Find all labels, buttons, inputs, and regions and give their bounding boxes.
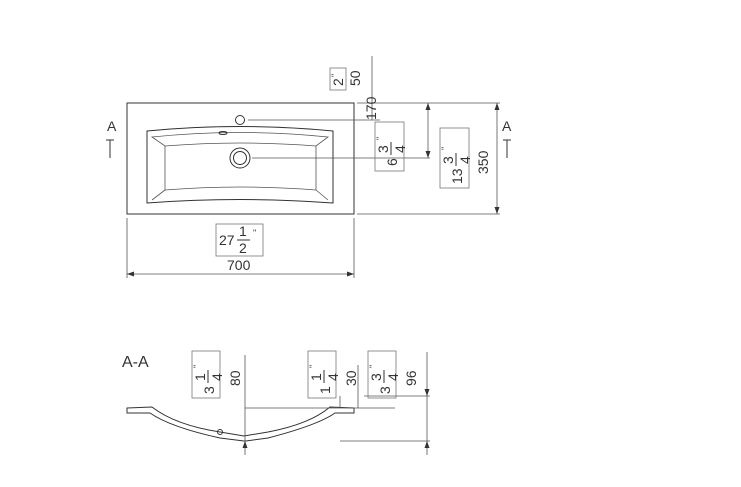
svg-text:4: 4 xyxy=(325,373,341,381)
svg-text:A: A xyxy=(107,118,117,134)
svg-text:2: 2 xyxy=(330,78,346,86)
svg-text:50: 50 xyxy=(347,70,363,86)
rim-height-dimension: 1 1 4 " 30 xyxy=(307,350,359,399)
bowl-front-inner xyxy=(151,189,329,201)
bowl-inner-outline xyxy=(150,132,330,147)
svg-text:": " xyxy=(330,74,340,77)
svg-text:1: 1 xyxy=(308,373,324,381)
svg-text:": " xyxy=(368,365,378,368)
width-dimension: 27 1 2 " 700 xyxy=(215,223,264,273)
svg-text:A: A xyxy=(502,118,512,134)
svg-text:350: 350 xyxy=(475,150,491,174)
section-mark-left: A xyxy=(106,118,117,158)
svg-text:170: 170 xyxy=(363,96,379,120)
overflow-slot xyxy=(218,131,228,135)
svg-text:4: 4 xyxy=(392,145,408,153)
svg-text:": " xyxy=(253,228,256,238)
svg-text:700: 700 xyxy=(227,257,251,273)
drain-inner xyxy=(233,151,247,165)
svg-text:": " xyxy=(440,147,450,150)
svg-text:13: 13 xyxy=(449,168,465,184)
section-mark-right: A xyxy=(502,118,512,158)
tap-offset-dimension: 50 2 " xyxy=(329,67,363,91)
section-overflow-hole xyxy=(217,429,223,435)
svg-text:3: 3 xyxy=(377,386,393,394)
bowl-depth-dimension: 3 1 4 " 80 xyxy=(191,350,243,399)
svg-text:80: 80 xyxy=(227,370,243,386)
svg-text:6: 6 xyxy=(384,158,400,166)
section-title: A-A xyxy=(122,354,149,371)
svg-text:4: 4 xyxy=(209,373,225,381)
svg-text:3: 3 xyxy=(375,145,391,153)
svg-text:3: 3 xyxy=(201,386,217,394)
svg-text:": " xyxy=(375,137,385,140)
svg-text:2: 2 xyxy=(239,240,247,256)
basin-outline xyxy=(126,102,355,215)
svg-text:1: 1 xyxy=(192,373,208,381)
section-view: A-A 3 1 4 " 80 1 1 4 xyxy=(122,350,430,455)
svg-text:30: 30 xyxy=(343,370,359,386)
svg-text:": " xyxy=(308,365,318,368)
svg-text:3: 3 xyxy=(440,156,456,164)
total-height-dimension: 3 3 4 " 96 xyxy=(367,350,419,399)
svg-text:3: 3 xyxy=(368,373,384,381)
section-profile xyxy=(126,406,355,442)
svg-text:96: 96 xyxy=(403,370,419,386)
svg-text:1: 1 xyxy=(317,386,333,394)
drain-offset-dimension: 6 3 4 " 170 xyxy=(363,96,408,172)
svg-text:4: 4 xyxy=(457,156,473,164)
top-view: A A 50 2 " 6 3 4 " 170 13 xyxy=(106,56,512,278)
svg-text:27: 27 xyxy=(219,232,235,248)
drain-outer xyxy=(229,147,251,169)
bowl-bottom-inner xyxy=(164,146,317,191)
tap-hole xyxy=(235,115,245,125)
svg-text:": " xyxy=(192,365,202,368)
svg-text:1: 1 xyxy=(239,223,247,239)
bowl-outline xyxy=(146,126,334,204)
svg-text:4: 4 xyxy=(385,373,401,381)
depth-dimension: 13 3 4 " 350 xyxy=(439,127,491,189)
